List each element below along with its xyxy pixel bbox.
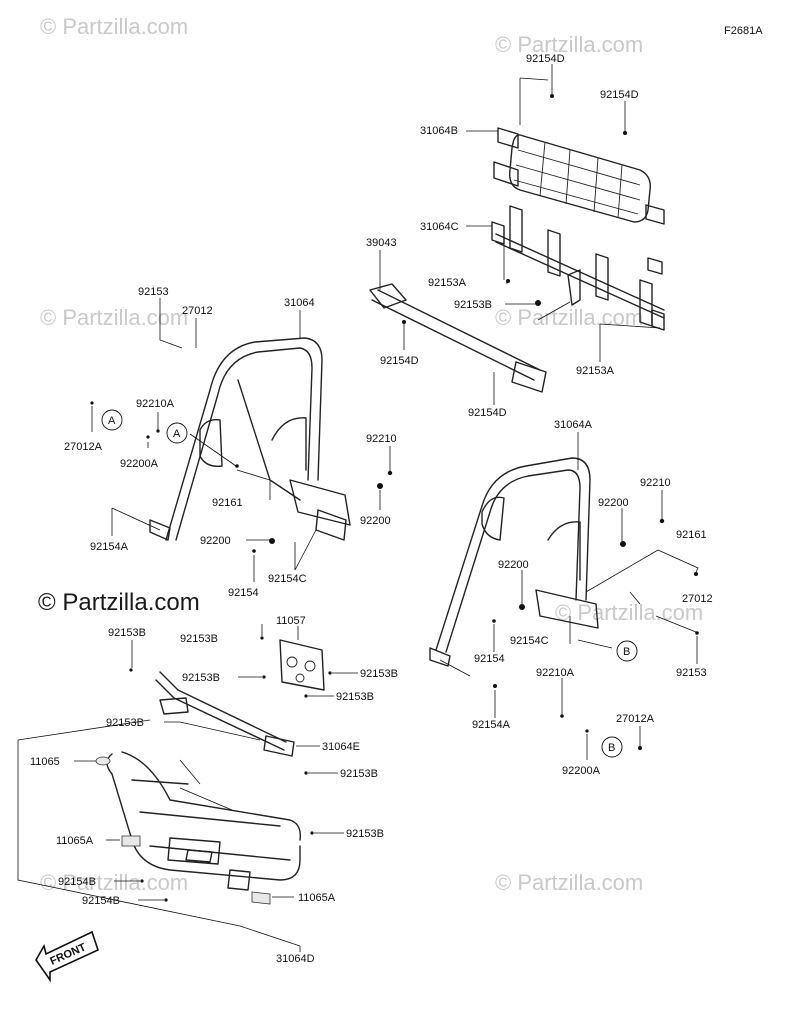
- part-label: 92153: [676, 667, 707, 679]
- part-label: 92154C: [510, 635, 549, 647]
- part-label: 11065A: [298, 892, 336, 904]
- svg-text:A: A: [173, 428, 181, 440]
- rear-rack-drawing: [493, 127, 665, 275]
- part-label: 92154D: [380, 355, 419, 367]
- group-outline: [17, 719, 301, 947]
- part-label: 92153B: [340, 768, 378, 780]
- part-label: 92200A: [120, 458, 159, 470]
- leader-lines: [74, 64, 699, 952]
- callout-b1: B: [616, 640, 638, 662]
- figure-code: F2681A: [724, 25, 763, 37]
- part-label: 92210: [640, 477, 671, 489]
- watermark: © Partzilla.com: [555, 600, 703, 625]
- watermark-main: © Partzilla.com: [38, 589, 200, 616]
- part-label: 92200: [360, 515, 391, 527]
- tube-drawing: [369, 283, 547, 393]
- part-label: 92154D: [526, 53, 565, 65]
- part-label: 92154D: [468, 407, 507, 419]
- watermark: © Partzilla.com: [495, 32, 643, 57]
- part-label: 27012A: [616, 713, 655, 725]
- part-label: 31064A: [554, 419, 593, 431]
- part-label: 92154: [228, 587, 259, 599]
- part-label: 92153: [138, 286, 169, 298]
- part-label: 92161: [212, 497, 243, 509]
- part-label: 92200A: [562, 765, 601, 777]
- part-label: 11065: [30, 756, 60, 768]
- part-label: 92154A: [90, 541, 129, 553]
- front-bumper-drawing: [95, 751, 301, 905]
- part-label: 31064C: [420, 221, 459, 233]
- part-label: 92153B: [106, 717, 144, 729]
- svg-text:A: A: [108, 415, 116, 427]
- hardware-dots: [90, 94, 699, 902]
- part-label: 92154D: [600, 89, 639, 101]
- callout-a1: A: [101, 409, 123, 431]
- part-label: 92210A: [136, 398, 175, 410]
- callout-b2: B: [601, 736, 623, 758]
- part-label: 27012: [182, 305, 213, 317]
- part-label: 27012: [682, 593, 713, 605]
- front-arrow: FRONT: [35, 930, 99, 983]
- part-label: 92200: [598, 497, 629, 509]
- svg-text:B: B: [623, 646, 630, 658]
- part-label: 31064: [284, 297, 315, 309]
- watermark: © Partzilla.com: [495, 305, 643, 330]
- left-rops-drawing: [149, 337, 351, 541]
- part-label: 31064E: [322, 741, 360, 753]
- watermark: © Partzilla.com: [40, 305, 188, 330]
- part-label: 92153B: [336, 691, 374, 703]
- part-label: 92154A: [472, 719, 511, 731]
- front-bar-drawing: [155, 671, 295, 757]
- part-label: 31064D: [276, 953, 315, 965]
- watermark: © Partzilla.com: [40, 870, 188, 895]
- part-label: 92154B: [58, 876, 96, 888]
- part-labels: 92154D 92154D 31064B 31064C 39043 92153A…: [30, 53, 713, 965]
- part-label: 92153B: [346, 828, 384, 840]
- part-label: 92161: [676, 529, 707, 541]
- part-label: 27012A: [64, 441, 103, 453]
- part-label: 92154B: [82, 895, 120, 907]
- part-label: 92154C: [268, 573, 307, 585]
- part-label: 11057: [276, 615, 306, 627]
- callout-a2: A: [166, 422, 188, 444]
- part-label: 92153A: [428, 277, 467, 289]
- bracket-plate-drawing: [279, 639, 325, 691]
- part-label: 92153A: [576, 365, 615, 377]
- part-label: 39043: [366, 237, 397, 249]
- right-rops-drawing: [429, 457, 599, 667]
- part-label: 92153B: [180, 633, 218, 645]
- part-label: 92210: [366, 433, 397, 445]
- part-label: 92210A: [536, 667, 575, 679]
- part-label: 92153B: [454, 299, 492, 311]
- part-label: 92153B: [182, 672, 220, 684]
- part-label: 92153B: [108, 627, 146, 639]
- part-label: 92200: [200, 535, 231, 547]
- part-label: 11065A: [56, 835, 94, 847]
- part-label: 31064B: [420, 125, 458, 137]
- part-label: 92154: [474, 653, 505, 665]
- watermark: © Partzilla.com: [495, 870, 643, 895]
- part-label: 92153B: [360, 668, 398, 680]
- part-label: 92200: [498, 559, 529, 571]
- watermark: © Partzilla.com: [40, 14, 188, 39]
- svg-text:B: B: [608, 742, 615, 754]
